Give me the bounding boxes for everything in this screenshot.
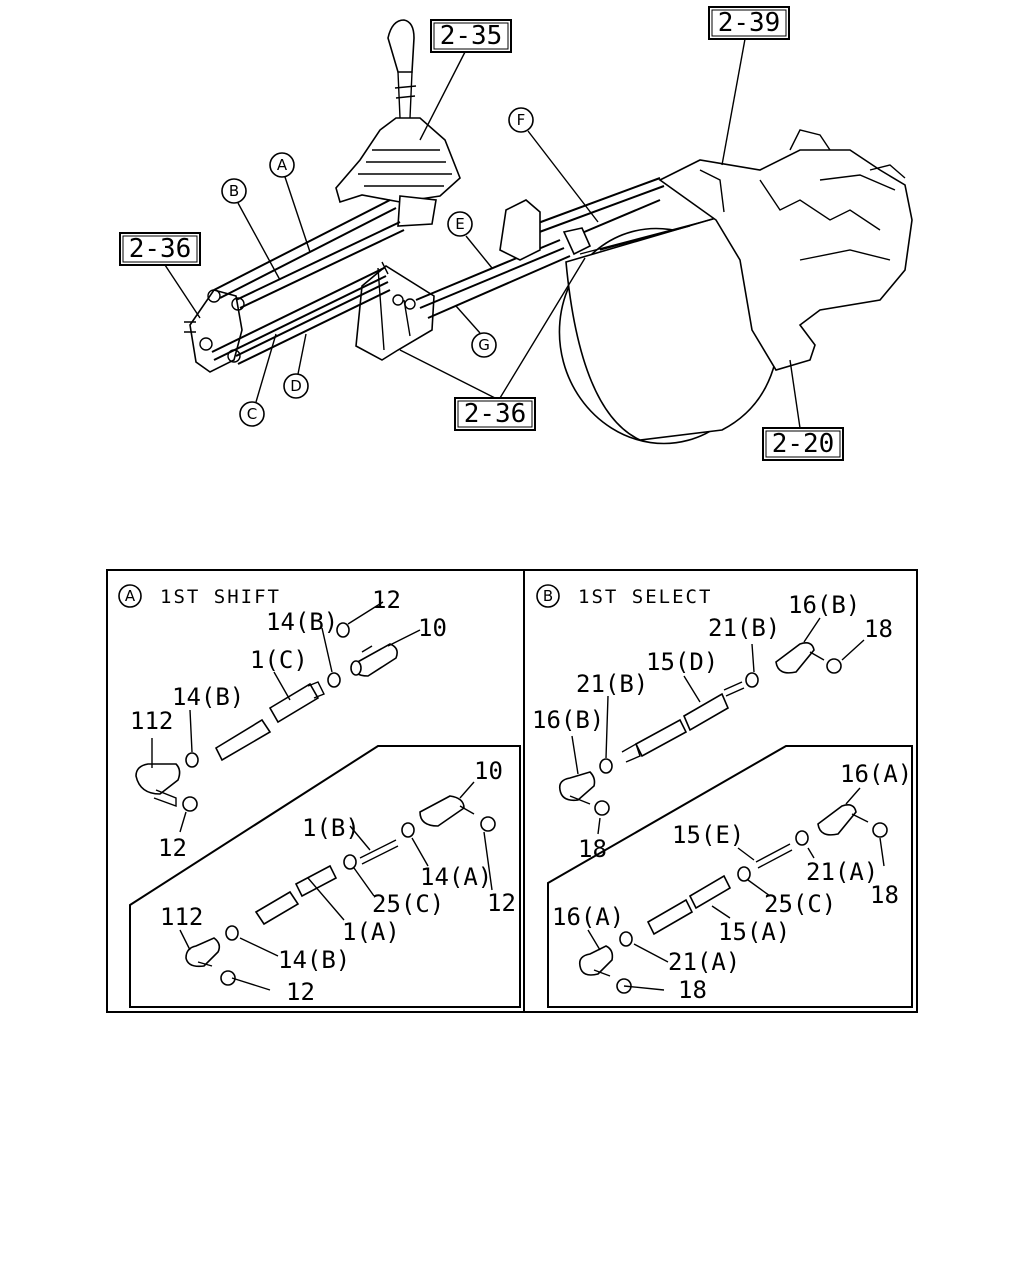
middle-bracket — [355, 261, 435, 361]
leader-line — [399, 257, 586, 399]
circle-label-e[interactable]: E — [447, 211, 473, 237]
transmission-body — [658, 129, 913, 371]
callout-1b: 1(B) — [302, 814, 360, 842]
callout-14b: 14(B) — [172, 683, 244, 711]
callout-112: 112 — [130, 707, 173, 735]
callout-16a: 16(A) — [552, 903, 624, 931]
shift-lever — [335, 19, 461, 227]
callout-15e: 15(E) — [672, 821, 744, 849]
panel-b-badge-letter: B — [543, 587, 553, 605]
callout-18: 18 — [678, 976, 707, 1004]
callout-18: 18 — [578, 835, 607, 863]
panel-a-title: 1ST SHIFT — [160, 586, 281, 608]
svg-text:2-36: 2-36 — [129, 234, 192, 264]
detail-panels — [106, 569, 918, 1013]
panel-a-1st-shift: A 1ST SHIFT 12 14(B) 10 — [118, 584, 521, 1008]
callout-21b: 21(B) — [708, 614, 780, 642]
ref-box-2-36-bottom[interactable]: 2-36 — [454, 397, 536, 431]
svg-text:A: A — [277, 156, 288, 174]
svg-text:2-36: 2-36 — [464, 399, 527, 429]
leader-line — [721, 38, 746, 166]
circle-label-c[interactable]: C — [239, 401, 265, 427]
callout-14a: 14(A) — [420, 863, 492, 891]
ref-box-2-20[interactable]: 2-20 — [762, 427, 844, 461]
callout-10: 10 — [418, 614, 447, 642]
left-bracket — [184, 289, 245, 373]
panels-frame — [106, 569, 918, 1013]
control-rods — [211, 177, 665, 365]
callout-25c: 25(C) — [372, 890, 444, 918]
panel-b-1st-select: B 1ST SELECT 16(B) 21(B) — [532, 584, 913, 1008]
callout-112: 112 — [160, 903, 203, 931]
callout-1a: 1(A) — [342, 918, 400, 946]
callout-21a: 21(A) — [806, 858, 878, 886]
svg-text:D: D — [290, 377, 302, 395]
panel-a-inset — [129, 745, 521, 1008]
circle-label-g[interactable]: G — [471, 332, 497, 358]
callout-16b: 16(B) — [532, 706, 604, 734]
svg-text:C: C — [247, 405, 257, 423]
ref-box-2-35[interactable]: 2-35 — [430, 19, 512, 53]
overview-illustration: 2-35 2-39 2-36 2-36 2-20 — [119, 6, 913, 461]
callout-25c: 25(C) — [764, 890, 836, 918]
panel-b-inset — [547, 745, 913, 1008]
circle-label-f[interactable]: F — [508, 107, 534, 133]
callout-10: 10 — [474, 757, 503, 785]
callout-1c: 1(C) — [250, 646, 308, 674]
callout-12: 12 — [372, 586, 401, 614]
callout-21a: 21(A) — [668, 948, 740, 976]
callout-21b: 21(B) — [576, 670, 648, 698]
panel-b-title: 1ST SELECT — [578, 586, 712, 608]
callout-18: 18 — [870, 881, 899, 909]
circle-label-b[interactable]: B — [221, 178, 247, 204]
leader-line — [789, 359, 801, 429]
circle-label-d[interactable]: D — [283, 373, 309, 399]
svg-text:E: E — [455, 215, 464, 233]
svg-text:2-39: 2-39 — [718, 8, 781, 38]
callout-16b: 16(B) — [788, 591, 860, 619]
callout-18: 18 — [864, 615, 893, 643]
callout-12: 12 — [158, 834, 187, 862]
svg-text:2-20: 2-20 — [772, 429, 835, 459]
callout-15d: 15(D) — [646, 648, 718, 676]
clutch-housing — [558, 211, 781, 445]
svg-text:G: G — [478, 336, 490, 354]
panel-b-badge — [536, 584, 560, 608]
panel-a-badge — [118, 584, 142, 608]
leader-line — [419, 51, 466, 141]
callout-12: 12 — [286, 978, 315, 1006]
leader-line — [164, 264, 201, 319]
callout-14b: 14(B) — [278, 946, 350, 974]
ref-box-2-39[interactable]: 2-39 — [708, 6, 790, 40]
panel-a-badge-letter: A — [125, 587, 136, 605]
svg-text:F: F — [517, 111, 526, 129]
ref-box-2-36-left[interactable]: 2-36 — [119, 232, 201, 266]
callout-16a: 16(A) — [840, 760, 912, 788]
callout-15a: 15(A) — [718, 918, 790, 946]
circle-label-a[interactable]: A — [269, 152, 295, 178]
callout-12: 12 — [487, 889, 516, 917]
callout-14b: 14(B) — [266, 608, 338, 636]
svg-text:B: B — [229, 182, 239, 200]
svg-text:2-35: 2-35 — [440, 21, 503, 51]
